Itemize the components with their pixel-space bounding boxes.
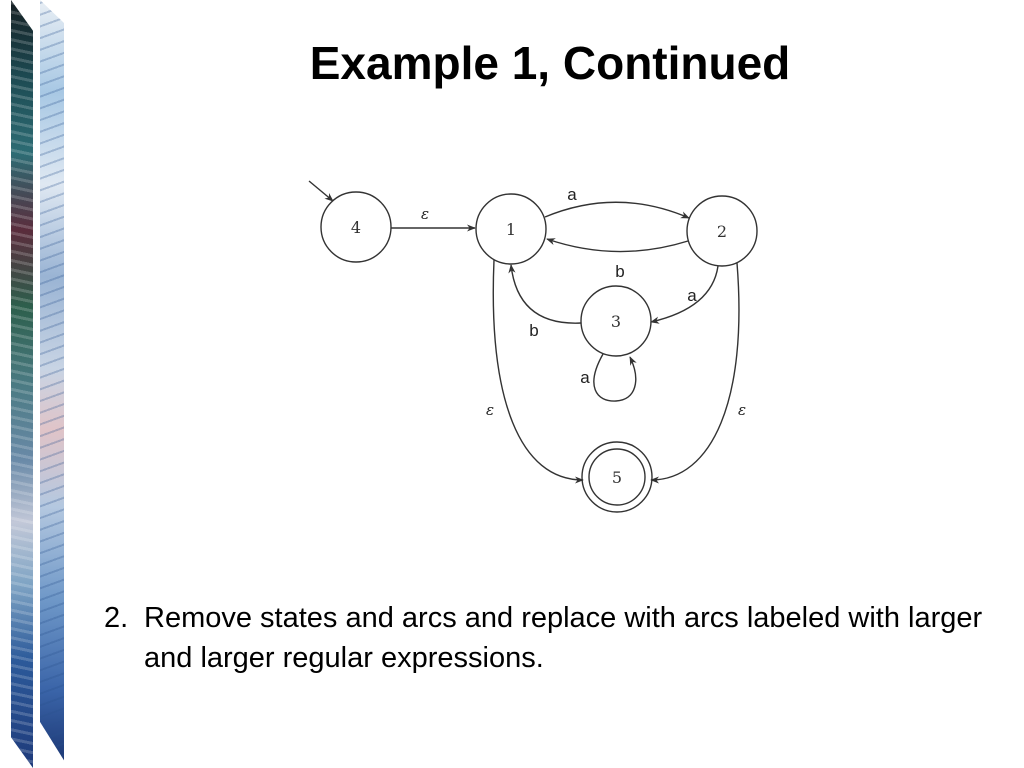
state-4-label: 4 xyxy=(351,218,361,237)
transition-1-5-label: ε xyxy=(486,401,494,419)
transition-3-1: b xyxy=(508,264,582,340)
transition-2-5-label: ε xyxy=(738,401,746,419)
transition-2-3: a xyxy=(650,265,719,324)
state-5-label: 5 xyxy=(612,468,622,487)
transition-1-2-label: a xyxy=(567,185,577,204)
state-3: 3 xyxy=(580,285,652,357)
transition-3-1-label: b xyxy=(529,321,538,340)
transition-1-2: a xyxy=(544,185,690,219)
state-1: 1 xyxy=(475,193,547,265)
transition-3-3-label: a xyxy=(580,368,590,387)
start-arrow xyxy=(308,180,334,202)
transition-2-1: b xyxy=(546,238,689,281)
transition-2-1-label: b xyxy=(615,262,624,281)
transition-3-3-loop: a xyxy=(580,353,637,402)
transition-2-5: ε xyxy=(650,262,746,484)
state-4: 4 xyxy=(320,191,392,263)
state-3-label: 3 xyxy=(611,312,621,331)
transition-4-1: ε xyxy=(391,205,476,232)
transition-1-5: ε xyxy=(486,259,584,484)
transition-2-3-label: a xyxy=(687,286,697,305)
bullet-text: Remove states and arcs and replace with … xyxy=(144,602,983,674)
state-2: 2 xyxy=(686,195,758,267)
decorative-left-band xyxy=(11,0,33,768)
state-5-accepting: 5 xyxy=(581,441,653,513)
bullet-number: 2. xyxy=(104,602,129,634)
state-1-label: 1 xyxy=(506,220,516,239)
decorative-right-band xyxy=(40,0,64,761)
state-2-label: 2 xyxy=(717,222,727,241)
transition-4-1-label: ε xyxy=(421,205,429,223)
slide-title: Example 1, Continued xyxy=(309,37,791,89)
